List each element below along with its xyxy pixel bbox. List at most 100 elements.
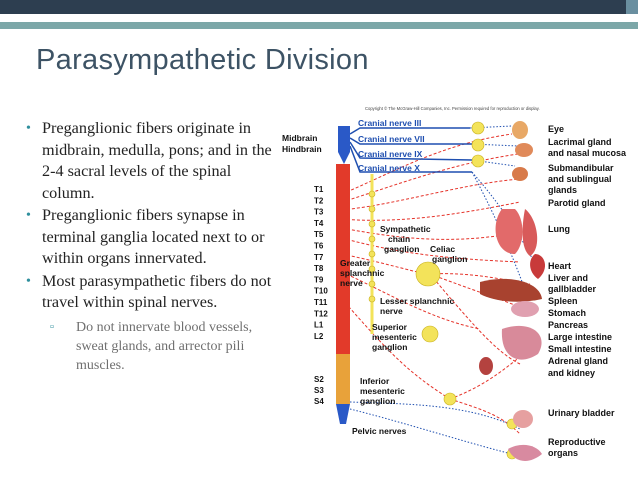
brain-labels: Midbrain Hindbrain bbox=[282, 133, 322, 154]
label-chain-1: Sympathetic bbox=[380, 224, 431, 234]
label-inferior-1: Inferior bbox=[360, 376, 390, 386]
slide-title: Parasympathetic Division bbox=[36, 44, 369, 76]
spinal-segment-label: T12 bbox=[314, 309, 328, 318]
slide-top-accent bbox=[626, 0, 638, 14]
cranial-nerve-labels: Cranial nerve III Cranial nerve VII Cran… bbox=[358, 118, 425, 173]
spinal-segment-label: L2 bbox=[314, 332, 324, 341]
spinal-segment-label: T3 bbox=[314, 208, 324, 217]
thoracolumbar-cord bbox=[336, 164, 350, 354]
label-organs: organs bbox=[548, 448, 578, 458]
bullet-icon: • bbox=[26, 121, 31, 136]
spinal-segment-label: T1 bbox=[314, 185, 324, 194]
label-small-intestine: Small intestine bbox=[548, 344, 612, 354]
cranial-nerve-lines bbox=[349, 127, 473, 173]
label-greater-2: splanchnic bbox=[340, 268, 385, 278]
label-stomach: Stomach bbox=[548, 308, 586, 318]
spinal-segment-label: T4 bbox=[314, 219, 324, 228]
label-large-intestine: Large intestine bbox=[548, 332, 612, 342]
lung-right bbox=[522, 209, 538, 256]
bullet-item: • Most parasympathetic fibers do not trav… bbox=[26, 271, 276, 314]
label-spleen: Spleen bbox=[548, 296, 578, 306]
sub-bullet-item: ▫ Do not innervate blood vessels, sweat g… bbox=[50, 318, 276, 375]
sub-bullet-text: Do not innervate blood vessels, sweat gl… bbox=[76, 319, 253, 373]
label-sublingual: and sublingual bbox=[548, 174, 612, 184]
organs bbox=[479, 121, 546, 461]
label-reproductive: Reproductive bbox=[548, 437, 606, 447]
bullet-icon: • bbox=[26, 273, 31, 289]
spinal-segment-label: T7 bbox=[314, 253, 324, 262]
lung-left bbox=[495, 209, 523, 254]
label-lesser-2: nerve bbox=[380, 306, 403, 316]
bullet-item: •Preganglionic fibers synapse in termina… bbox=[26, 205, 276, 270]
label-glands: glands bbox=[548, 185, 577, 195]
label-cranial-x: Cranial nerve X bbox=[358, 163, 420, 173]
label-cranial-iii: Cranial nerve III bbox=[358, 118, 421, 128]
label-urinary-bladder: Urinary bladder bbox=[548, 408, 615, 418]
lacrimal-organ bbox=[515, 143, 533, 157]
label-adrenal: Adrenal gland bbox=[548, 356, 608, 366]
bladder-organ bbox=[513, 410, 533, 428]
label-heart: Heart bbox=[548, 261, 571, 271]
lumbar-cord bbox=[336, 354, 350, 404]
label-pelvic-nerves: Pelvic nerves bbox=[352, 426, 407, 436]
label-liver: Liver and bbox=[548, 273, 588, 283]
bullet-text: Preganglionic fibers originate in midbra… bbox=[42, 119, 272, 202]
intestine-organ bbox=[501, 325, 542, 360]
label-lung: Lung bbox=[548, 224, 570, 234]
label-superior-2: mesenteric bbox=[372, 332, 417, 342]
spinal-segment-label: T2 bbox=[314, 196, 324, 205]
heart-organ bbox=[530, 254, 546, 279]
bullet-icon: • bbox=[26, 208, 31, 223]
kidney-organ bbox=[479, 357, 493, 375]
label-greater-1: Greater bbox=[340, 258, 371, 268]
label-lacrimal: Lacrimal gland bbox=[548, 137, 612, 147]
label-chain-2: chain bbox=[388, 234, 410, 244]
eye-organ bbox=[512, 121, 528, 139]
label-nasal: and nasal mucosa bbox=[548, 148, 627, 158]
label-gallbladder: gallbladder bbox=[548, 284, 597, 294]
bullet-text: Most parasympathetic fibers do not trave… bbox=[42, 271, 272, 312]
bullet-item: • Preganglionic fibers originate in midbr… bbox=[26, 118, 276, 204]
label-greater-3: nerve bbox=[340, 278, 363, 288]
label-inferior-2: mesenteric bbox=[360, 386, 405, 396]
label-submandibular: Submandibular bbox=[548, 163, 614, 173]
liver-organ bbox=[480, 278, 542, 302]
spinal-segment-label: T6 bbox=[314, 242, 324, 251]
spinal-segment-label: T9 bbox=[314, 275, 324, 284]
label-hindbrain: Hindbrain bbox=[282, 144, 322, 154]
salivary-organ bbox=[512, 167, 528, 181]
brainstem bbox=[338, 126, 350, 164]
label-chain-3: ganglion bbox=[384, 244, 419, 254]
chain-ganglia bbox=[368, 190, 376, 303]
spinal-segment-label: T11 bbox=[314, 298, 328, 307]
label-cranial-ix: Cranial nerve IX bbox=[358, 149, 423, 159]
reproductive-organ bbox=[508, 444, 542, 461]
slide-top-bar bbox=[0, 0, 638, 14]
spinal-segment-label: L1 bbox=[314, 321, 324, 330]
spinal-segment-label: T5 bbox=[314, 230, 324, 239]
label-inferior-3: ganglion bbox=[360, 396, 395, 406]
organ-labels: Eye Lacrimal gland and nasal mucosa Subm… bbox=[548, 124, 627, 458]
sacral-segment-label: S4 bbox=[314, 397, 324, 406]
label-eye: Eye bbox=[548, 124, 564, 134]
ganglion-labels: Sympathetic chain ganglion Celiac gangli… bbox=[340, 224, 467, 436]
sacral-segment-label: S3 bbox=[314, 386, 324, 395]
sacral-segment-label: S2 bbox=[314, 375, 324, 384]
sacral-cord bbox=[336, 404, 350, 424]
bullet-list: • Preganglionic fibers originate in midbr… bbox=[26, 118, 276, 375]
label-midbrain: Midbrain bbox=[282, 133, 317, 143]
square-bullet-icon: ▫ bbox=[50, 320, 54, 333]
label-lesser-1: Lesser splanchnic bbox=[380, 296, 454, 306]
label-cranial-vii: Cranial nerve VII bbox=[358, 134, 425, 144]
slide-teal-band bbox=[0, 22, 638, 29]
stomach-organ bbox=[511, 301, 539, 317]
spinal-segment-label: T10 bbox=[314, 287, 328, 296]
label-pancreas: Pancreas bbox=[548, 320, 588, 330]
spinal-segment-label: T8 bbox=[314, 264, 324, 273]
collateral-ganglia bbox=[415, 261, 457, 406]
autonomic-nervous-system-diagram: Copyright © The McGraw-Hill Companies, I… bbox=[282, 106, 627, 461]
label-parotid: Parotid gland bbox=[548, 198, 606, 208]
copyright-note: Copyright © The McGraw-Hill Companies, I… bbox=[365, 106, 540, 111]
